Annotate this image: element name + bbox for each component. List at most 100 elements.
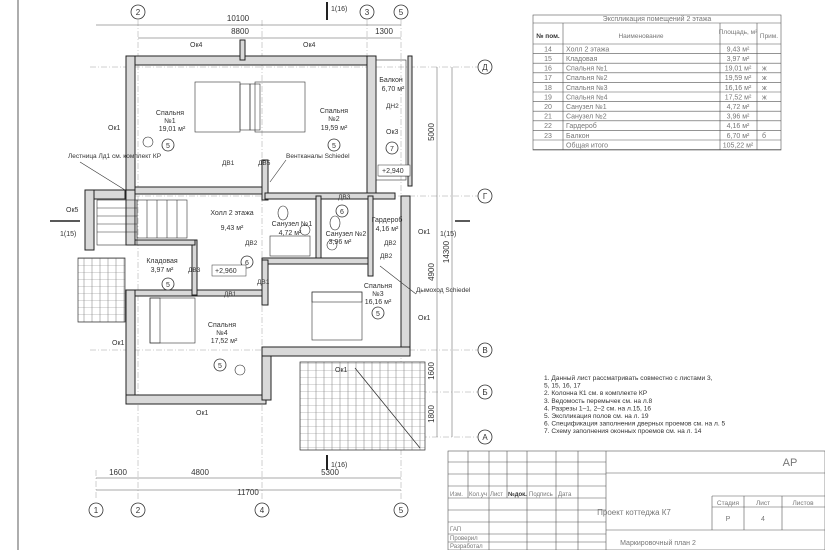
svg-text:4,16 м²: 4,16 м² [376,226,399,233]
level-mark-balcony: +2,940 [377,164,411,177]
svg-text:Кладовая: Кладовая [146,258,178,265]
dim-right-total: 14300 [442,240,451,263]
window-mark: Ок5 [66,207,79,214]
tb-stage-header: Стадия [717,500,740,507]
svg-text:№3: №3 [372,291,384,298]
note-line: 5, 15, 16, 17 [544,383,581,390]
svg-text:Б: Б [482,388,487,397]
axis-bubble-right-4: Б [477,384,493,400]
dim-bottom-c: 5300 [321,468,339,477]
svg-text:1(16): 1(16) [331,6,347,13]
svg-text:Холл 2 этажа: Холл 2 этажа [210,210,253,217]
svg-text:17,52 м²: 17,52 м² [211,338,238,345]
explication-cell: 3,96 м² [727,114,750,121]
svg-text:№4: №4 [216,330,228,337]
stair-flight [96,199,188,246]
explication-cell: Общая итого [566,141,608,149]
svg-text:6,70 м²: 6,70 м² [382,86,405,93]
explication-cell: 4,16 м² [727,123,750,130]
dim-right-c: 1600 [427,362,436,380]
dim-bottom-total: 11700 [237,488,259,497]
note-line: 1. Данный лист рассматривать совместно с… [544,374,713,382]
dim-top-b: 1300 [375,27,393,36]
svg-text:Спальня: Спальня [208,322,236,329]
section-mark-right: 1(15) [440,220,470,238]
explication-header-area: Площадь, м² [719,29,758,36]
explication-cell: Спальня №2 [566,75,608,82]
axis-bubble-top-3: 5 [393,4,409,20]
door-mark: ДН2 [386,103,399,110]
dim-right-b: 4900 [427,263,436,281]
tb-col-kol: Кол.уч [469,492,487,498]
tb-stage: Р [726,516,731,523]
room-id-4: 6 [245,260,249,267]
explication-cell: Холл 2 этажа [566,46,609,53]
note-line: 5. Экспликация полов см. на л. 19 [544,413,649,420]
note-line: 2. Колонна К1 см. в комплекте КР [544,390,648,397]
window-mark: Ок1 [418,315,431,322]
roof-ridge [354,367,421,449]
explication-cell: ж [762,75,767,82]
explication-cell: 16 [544,66,552,73]
axis-bubble-bottom-1: 1 [88,502,104,518]
svg-text:Д: Д [482,63,488,72]
explication-cell: 15 [544,56,552,63]
svg-text:Санузел №2: Санузел №2 [326,231,367,238]
axis-bubble-top-1: 2 [130,4,146,20]
door-mark: ДВ2 [245,240,258,247]
window-mark: Ок3 [386,129,399,136]
svg-text:1(15): 1(15) [440,231,456,238]
svg-text:Дымоход Schiedel: Дымоход Schiedel [416,287,471,294]
tb-project: Проект коттеджа К7 [597,508,671,517]
room-label-3: Балкон 6,70 м² [379,77,405,93]
general-notes: 1. Данный лист рассматривать совместно с… [544,374,725,435]
section-mark-bottom: 1(16) [326,455,347,470]
svg-text:4,72 м²: 4,72 м² [279,230,302,237]
tb-col-sign: Подпись [529,492,553,498]
svg-text:№2: №2 [328,116,340,123]
bed-3 [311,291,363,341]
explication-cell: 14 [544,46,552,53]
dim-top-total: 10100 [227,14,250,23]
svg-text:1: 1 [94,506,99,515]
door-marks: ДВ1 ДВ5 ДВ3 ДВ2 ДВ3 ДВ2 ДВ1 ДВ1 ДВ2 ДН2 [188,103,399,298]
svg-text:Лестница Лд1 см. комплект КР: Лестница Лд1 см. комплект КР [68,153,161,160]
explication-header-num: № пом. [536,33,560,40]
level-mark-hall: +2,960 [211,264,247,277]
svg-text:+2,960: +2,960 [215,268,237,275]
svg-text:Спальня: Спальня [320,108,348,115]
window-mark: Ок1 [112,340,125,347]
room-id-1: 5 [166,143,170,150]
bed-2 [249,81,306,133]
explication-cell: 4,72 м² [727,104,750,111]
note-line: 3. Ведомость перемычек см. на л.8 [544,398,653,405]
svg-text:Вентканалы Schiedel: Вентканалы Schiedel [286,153,350,160]
section-mark-left: 1(15) [50,220,80,238]
interior-walls [134,39,396,306]
axis-bubble-top-2: 3 [359,4,375,20]
room-label-2: Спальня №2 19,59 м² [320,108,348,132]
tb-col-date: Дата [558,492,572,498]
axis-bubble-right-1: Д [477,59,493,75]
window-mark: Ок1 [108,125,121,132]
room-id-9: 5 [376,311,380,318]
svg-text:Спальня: Спальня [364,283,392,290]
explication-cell: Санузел №1 [566,104,607,111]
door-mark: ДВ1 [257,279,270,286]
svg-text:3: 3 [365,8,370,17]
tb-sheets-header: Листов [792,500,814,507]
note-line: 7. Схему заполнения оконных проемов см. … [544,428,702,435]
svg-text:2: 2 [136,8,141,17]
door-mark: ДВ5 [258,160,271,167]
svg-text:Гардероб: Гардероб [372,216,403,224]
explication-cell: 19,59 м² [725,75,752,82]
explication-header-note: Прим. [760,33,778,40]
explication-cell: Балкон [566,133,590,140]
explication-cell: Спальня №3 [566,85,608,92]
svg-text:1(16): 1(16) [331,462,347,469]
room-id-5: 6 [340,209,344,216]
window-mark: Ок1 [335,367,348,374]
dim-right-a: 5000 [427,123,436,141]
tb-sheet-header: Лист [756,500,770,507]
